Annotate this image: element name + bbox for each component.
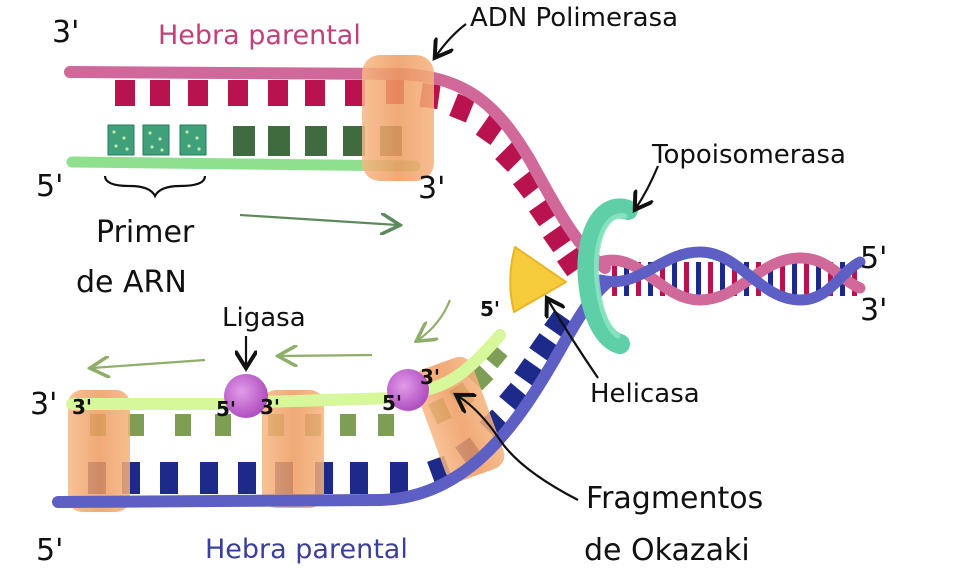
base-top (188, 80, 208, 106)
helix-rung (768, 262, 773, 296)
end-leading-left-5: 5' (36, 169, 63, 204)
parental-strand-top (64, 66, 611, 274)
base-leading (268, 126, 290, 156)
base-bottom (200, 462, 218, 494)
helix-rung (684, 262, 689, 296)
end-right-bottom-3: 3' (860, 293, 887, 328)
base-top (268, 80, 288, 106)
base-bottom (238, 462, 256, 494)
base-leading (343, 126, 365, 156)
helix-rung (708, 262, 713, 296)
helix-rung (792, 262, 797, 296)
helix-rung (672, 262, 677, 296)
base-top (345, 80, 365, 106)
helix-rung (816, 262, 821, 296)
lagging-direction-arrow-1 (92, 360, 206, 368)
lagging-direction-arrow-3 (418, 299, 452, 340)
arrow-to-helicase (548, 300, 599, 379)
label-primer-line1: Primer (96, 215, 195, 250)
base-leading (305, 126, 327, 156)
base-top (449, 93, 475, 123)
rna-primer (107, 124, 207, 156)
dna-polymerase-lagging-1 (68, 390, 130, 512)
helicase (509, 246, 567, 313)
end-fragment2-right-5: 5' (382, 391, 402, 415)
label-okazaki-line2: de Okazaki (584, 533, 750, 568)
end-right-top-5: 5' (860, 241, 887, 276)
arrow-to-polymerase (436, 23, 467, 56)
helix-rung (804, 262, 809, 296)
arrow-to-okazaki (458, 396, 579, 501)
topoisomerase-highlight (593, 213, 628, 339)
label-parental-strand-top: Hebra parental (158, 20, 361, 51)
arrow-to-topoisomerase (636, 165, 660, 208)
base-lagging (128, 414, 144, 436)
label-topoisomerase: Topoisomerasa (651, 140, 846, 170)
okazaki-fragment-2 (256, 392, 401, 408)
dna-polymerase-lagging-2 (262, 390, 324, 508)
end-fragment1-left-3: 3' (72, 395, 92, 419)
helix-rung (696, 262, 701, 296)
label-parental-strand-bottom: Hebra parental (205, 534, 408, 565)
base-lagging (378, 414, 394, 436)
label-okazaki-line1: Fragmentos (586, 481, 763, 516)
base-bottom (160, 462, 178, 494)
end-bottom-left-5: 5' (36, 533, 63, 568)
end-top-left-3: 3' (52, 15, 79, 50)
base-lagging (175, 414, 191, 436)
base-lagging (340, 414, 356, 436)
base-top (305, 80, 325, 106)
helix-rung (720, 262, 725, 296)
helix-rung (732, 262, 737, 296)
lagging-direction-arrow-2 (280, 355, 373, 356)
end-leading-right-3: 3' (418, 171, 445, 206)
leading-strand (66, 156, 421, 172)
primer-bracket (103, 175, 207, 199)
base-leading (233, 126, 255, 156)
ligase-1 (224, 374, 268, 418)
end-fragment3-top-5: 5' (480, 297, 500, 321)
end-lagging-left-3: 3' (30, 387, 57, 422)
label-dna-polymerase: ADN Polimerasa (470, 3, 678, 33)
base-top (150, 80, 170, 106)
end-fragment3-left-3: 3' (420, 365, 440, 389)
helix-rung (828, 262, 833, 296)
base-top (228, 80, 248, 106)
label-primer-line2: de ARN (76, 265, 187, 300)
label-helicase: Helicasa (590, 379, 700, 409)
base-bottom (350, 462, 368, 494)
double-helix (594, 246, 866, 306)
okazaki-fragment-3 (419, 329, 506, 396)
end-fragment2-left-3: 3' (260, 395, 280, 419)
helix-strand-blue (594, 246, 866, 306)
dna-polymerase-leading (362, 55, 434, 181)
base-lagging (215, 414, 231, 436)
base-top (115, 80, 135, 106)
base-bottom (390, 462, 408, 494)
label-ligase: Ligasa (222, 303, 306, 333)
leading-direction-arrow (239, 215, 398, 225)
end-fragment1-right-5: 5' (216, 397, 236, 421)
helix-rung (780, 262, 785, 296)
topoisomerase (577, 198, 638, 354)
ligase-2 (387, 369, 429, 411)
